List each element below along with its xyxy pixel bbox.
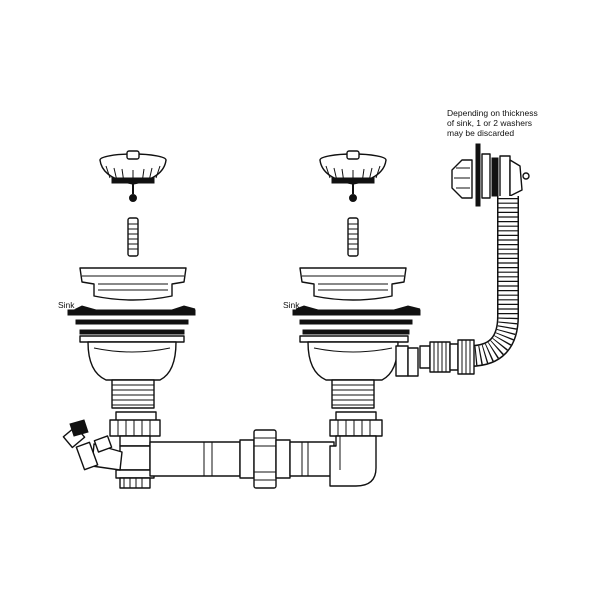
sink-label-right: Sink <box>283 300 300 310</box>
left-tee-connector <box>109 411 161 489</box>
horizontal-waste-pipe <box>149 429 335 489</box>
right-strainer-basket <box>319 150 387 202</box>
overflow-connector <box>419 339 475 375</box>
left-sink-washers <box>67 305 196 335</box>
left-sink-body <box>79 335 185 409</box>
right-basket-screw <box>347 217 359 257</box>
left-strainer-flange <box>79 267 187 301</box>
washer-note-line-1: Depending on thickness <box>447 108 538 118</box>
right-sink-body <box>299 335 419 409</box>
left-branch-connector <box>62 419 123 471</box>
right-strainer-flange <box>299 267 407 301</box>
right-elbow-connector <box>329 411 383 487</box>
washer-note-line-2: of sink, 1 or 2 washers <box>447 118 533 128</box>
right-sink-washers <box>292 305 421 335</box>
washer-note: Depending on thickness of sink, 1 or 2 w… <box>447 108 538 138</box>
left-strainer-basket <box>99 150 167 202</box>
sink-label-left: Sink <box>58 300 75 310</box>
overflow-hose <box>446 196 519 367</box>
overflow-outlet <box>451 143 530 207</box>
washer-note-line-3: may be discarded <box>447 128 515 138</box>
left-basket-screw <box>127 217 139 257</box>
